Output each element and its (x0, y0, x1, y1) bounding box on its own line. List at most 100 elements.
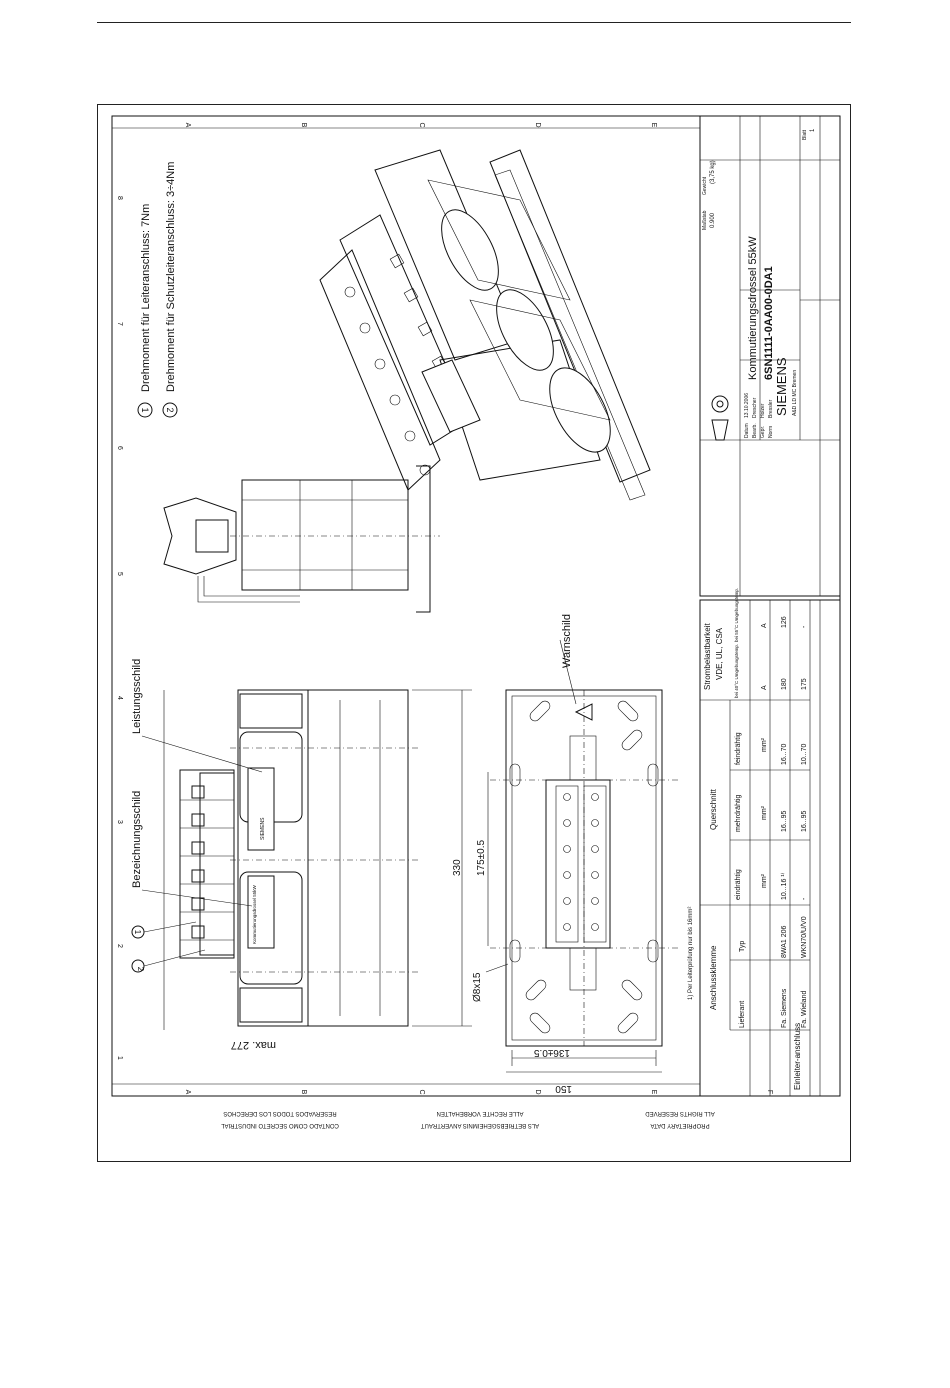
svg-text:Drehmoment für Leiteranschluss: Drehmoment für Leiteranschluss: 7Nm (140, 204, 152, 392)
frame-letters: A B C D E A B C D E F (184, 122, 773, 1094)
svg-text:SIEMENS: SIEMENS (260, 817, 266, 840)
svg-text:VDE, UL, CSA: VDE, UL, CSA (715, 627, 724, 680)
torque-notes: 1 Drehmoment für Leiteranschluss: 7Nm 2 … (137, 162, 178, 418)
svg-text:Maßstab: Maßstab (702, 210, 708, 230)
svg-text:126: 126 (781, 616, 788, 628)
svg-text:2: 2 (136, 967, 145, 972)
svg-text:-: - (801, 897, 808, 900)
dim-175: 175±0.5 (476, 839, 487, 876)
dim-hole: Ø8x15 (472, 972, 483, 1002)
side-view: SIEMENS Kommutierungsdrossel 55kW (163, 689, 472, 1030)
dim-136: 136±0.5 (533, 1047, 570, 1058)
svg-text:E: E (650, 123, 657, 128)
border-legal-text: RESERVADOS TODOS LOS DERECHOS CONTADO CO… (220, 1110, 714, 1128)
svg-text:180: 180 (781, 678, 788, 690)
svg-text:Drescher: Drescher (752, 397, 758, 418)
svg-text:RESERVADOS TODOS LOS DERECHOS: RESERVADOS TODOS LOS DERECHOS (223, 1110, 336, 1116)
title-block-text: SIEMENS A&D LD MC Bremen Kommutierungsdr… (702, 128, 816, 438)
svg-text:B: B (300, 1090, 307, 1095)
svg-text:ALL RIGHTS RESERVED: ALL RIGHTS RESERVED (645, 1110, 715, 1116)
svg-text:B: B (300, 123, 307, 128)
svg-text:Gepr.: Gepr. (760, 426, 766, 438)
terminal-table-text: Anschlussklemme Querschnitt Strombelastb… (688, 588, 808, 1090)
svg-text:1: 1 (140, 407, 150, 412)
svg-text:3: 3 (116, 820, 123, 824)
svg-text:C: C (418, 1089, 425, 1094)
svg-text:Strombelastbarkeit: Strombelastbarkeit (703, 623, 712, 690)
svg-text:16...95: 16...95 (781, 810, 788, 832)
svg-text:CONTADO COMO SECRETO INDUSTRIA: CONTADO COMO SECRETO INDUSTRIAL (220, 1122, 338, 1128)
frame-numbers: 1 2 3 4 5 6 7 8 (116, 196, 123, 1060)
leader-labels: Leistungsschild Bezeichnungsschild 1 2 (131, 659, 263, 973)
svg-text:16...70: 16...70 (781, 743, 788, 765)
svg-text:WKN70/U/V0: WKN70/U/V0 (801, 916, 808, 958)
svg-text:Fa. Wieland: Fa. Wieland (801, 991, 808, 1028)
svg-text:Kommutierungsdrossel 55kW: Kommutierungsdrossel 55kW (252, 884, 257, 944)
svg-text:8WA1 206: 8WA1 206 (781, 925, 788, 958)
svg-text:E: E (650, 1090, 657, 1095)
header-rule (97, 22, 851, 23)
svg-text:ALS BETRIEBSGEHEIMNIS ANVERTRA: ALS BETRIEBSGEHEIMNIS ANVERTRAUT (421, 1122, 540, 1128)
svg-text:bei 40°C Umgebungstemp.: bei 40°C Umgebungstemp. (734, 644, 739, 698)
svg-text:Gewicht: Gewicht (702, 176, 708, 195)
svg-text:2: 2 (116, 944, 123, 948)
svg-text:10...70: 10...70 (801, 743, 808, 765)
svg-text:bei 55°C Umgebungstemp.: bei 55°C Umgebungstemp. (734, 588, 739, 642)
svg-text:Norm: Norm (768, 426, 774, 438)
svg-text:PROPRIETARY DATA: PROPRIETARY DATA (650, 1122, 709, 1128)
svg-text:Bressler: Bressler (768, 399, 774, 418)
svg-text:Einleiter-anschluss: Einleiter-anschluss (793, 1023, 802, 1090)
svg-text:(3,75 kg): (3,75 kg) (710, 160, 716, 184)
svg-text:D: D (534, 122, 541, 127)
svg-text:feindrähtig: feindrähtig (735, 732, 742, 765)
svg-text:1: 1 (133, 930, 142, 935)
svg-text:-: - (801, 625, 808, 628)
svg-text:1: 1 (116, 1056, 123, 1060)
drawing-title: Kommutierungsdrossel 55kW (747, 236, 759, 380)
svg-text:7: 7 (116, 322, 123, 326)
svg-text:eindrähtig: eindrähtig (735, 869, 742, 900)
svg-text:0.900: 0.900 (710, 212, 716, 228)
svg-text:mm²: mm² (761, 737, 768, 752)
svg-text:ALLE RECHTE VORBEHALTEN: ALLE RECHTE VORBEHALTEN (437, 1110, 524, 1116)
svg-text:mm²: mm² (761, 873, 768, 888)
svg-text:C: C (418, 122, 425, 127)
svg-text:Holzer: Holzer (760, 403, 766, 418)
svg-text:175: 175 (801, 678, 808, 690)
svg-text:1) Per Leiterprüfung nur bis 1: 1) Per Leiterprüfung nur bis 16mm² (688, 907, 694, 1000)
title-block (699, 115, 841, 597)
dim-330: 330 (452, 859, 463, 876)
terminal-table (699, 599, 841, 1097)
svg-text:A: A (761, 685, 768, 690)
dim-150: 150 (555, 1083, 572, 1094)
warnschild-label: Warnschild (561, 614, 573, 668)
svg-text:16...95: 16...95 (801, 810, 808, 832)
svg-text:2: 2 (165, 407, 175, 412)
svg-text:A: A (184, 123, 191, 128)
svg-text:D: D (534, 1089, 541, 1094)
svg-text:mm²: mm² (761, 805, 768, 820)
svg-text:F: F (766, 1090, 773, 1094)
svg-text:Querschnitt: Querschnitt (709, 788, 718, 830)
svg-text:1: 1 (810, 128, 816, 132)
svg-text:A&D LD MC Bremen: A&D LD MC Bremen (792, 370, 798, 416)
svg-text:Typ: Typ (739, 941, 746, 952)
svg-text:10...16 ¹⁾: 10...16 ¹⁾ (780, 872, 788, 900)
svg-text:Bearb.: Bearb. (752, 423, 758, 438)
svg-text:6: 6 (116, 446, 123, 450)
svg-text:Datum: Datum (744, 423, 750, 438)
front-view (163, 465, 440, 613)
svg-text:Bezeichnungsschild: Bezeichnungsschild (131, 791, 143, 888)
dim-277: max. 277 (231, 1039, 276, 1051)
svg-text:4: 4 (116, 696, 123, 700)
drawing-sheet (97, 104, 851, 1162)
svg-text:5: 5 (116, 572, 123, 576)
svg-text:8: 8 (116, 196, 123, 200)
svg-text:Drehmoment für Schutzleiterans: Drehmoment für Schutzleiteranschluss: 3÷… (165, 162, 177, 392)
svg-text:Leistungsschild: Leistungsschild (131, 659, 143, 734)
svg-text:Blatt: Blatt (802, 129, 808, 140)
company-name: SIEMENS (774, 357, 789, 416)
svg-text:Fa. Siemens: Fa. Siemens (781, 988, 788, 1028)
svg-text:A: A (761, 623, 768, 628)
